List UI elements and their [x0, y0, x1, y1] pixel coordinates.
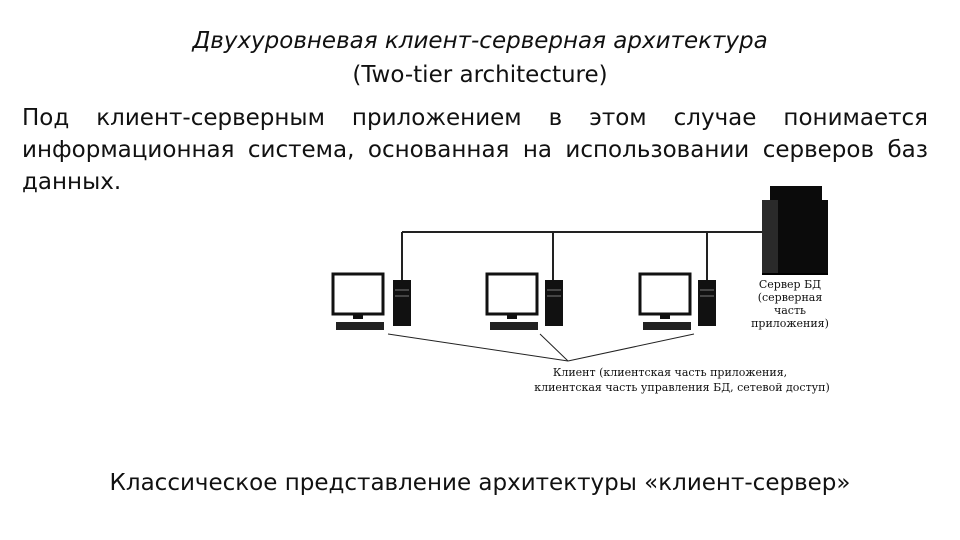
slide-title: Двухуровневая клиент-серверная архитекту… — [192, 28, 768, 54]
server-label-line-1: Сервер БД — [759, 278, 821, 291]
leader-line-1 — [387, 333, 569, 362]
client-workstation-2 — [485, 272, 563, 330]
leader-line-2 — [539, 333, 569, 362]
diagram-caption: Классическое представление архитектуры «… — [109, 470, 851, 496]
server-label-line-3: часть — [774, 304, 806, 317]
client-workstation-3 — [638, 272, 716, 330]
leader-line-3 — [567, 333, 695, 362]
db-server-icon — [762, 186, 828, 275]
slide-subtitle: (Two-tier architecture) — [352, 62, 608, 88]
server-label-line-2: (серверная — [758, 291, 823, 304]
client-label-line-1: Клиент (клиентская часть приложения, — [553, 366, 787, 379]
intro-paragraph: Под клиент-серверным приложением в этом … — [22, 105, 928, 195]
server-label-line-4: приложения) — [751, 317, 829, 330]
client-label-line-2: клиентская часть управления БД, сетевой … — [534, 381, 830, 394]
client-workstation-1 — [331, 272, 411, 330]
